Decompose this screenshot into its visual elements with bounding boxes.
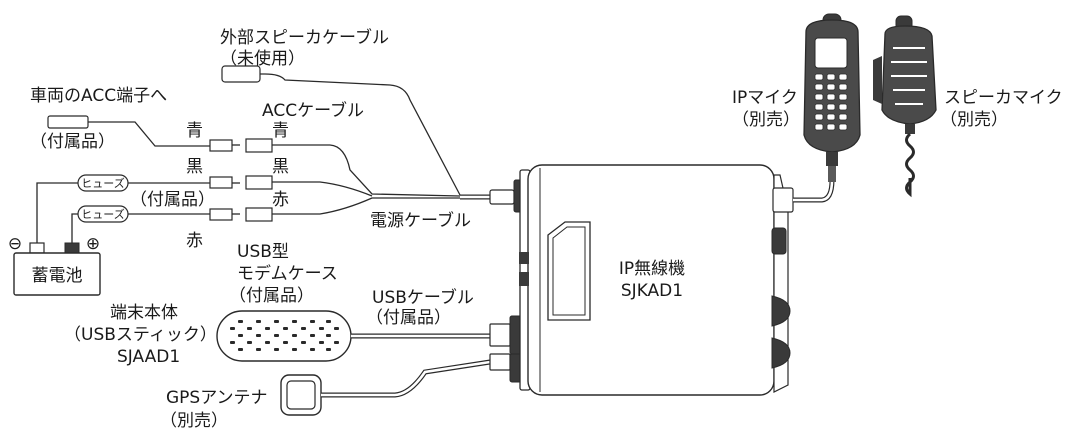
included-label-1: （付属品） [30, 132, 115, 152]
usb-modem-case-vents [230, 320, 339, 351]
ext-speaker-cable [258, 73, 461, 196]
usb-case-label-3: （付属品） [229, 286, 314, 306]
vehicle-acc-plug [47, 115, 89, 129]
red-right-connector [245, 207, 273, 222]
ext-speaker-unused-label: （未使用） [220, 48, 305, 69]
ext-speaker-plug [221, 65, 261, 83]
power-cable-sleeve [489, 189, 515, 205]
blue-right-label: 青 [272, 121, 289, 141]
battery-black-lead [36, 182, 210, 243]
fuse-holder-1 [77, 174, 129, 192]
red-left-label: 赤 [186, 231, 203, 251]
acc-cable-label: ACCケーブル [262, 100, 364, 121]
usb-case-label-2: モデムケース [237, 263, 338, 284]
fuse-holder-2 [77, 205, 129, 223]
fuse-label-2: ヒューズ [81, 207, 124, 221]
ip-radio-unit [519, 164, 794, 396]
usb-cable-label-2: （付属品） [366, 308, 451, 328]
vehicle-acc-label: 車両のACC端子へ [30, 86, 167, 106]
battery-red-lead [71, 213, 210, 243]
included-label-2: （付属品） [130, 190, 215, 210]
blue-right-connector [245, 138, 273, 153]
battery-terminal-minus [29, 242, 45, 254]
power-cable-label: 電源ケーブル [370, 210, 471, 231]
radio-label-line2: SJKAD1 [621, 281, 683, 301]
black-right-connector [245, 175, 273, 190]
usb-cable-label-1: USBケーブル [372, 287, 474, 308]
black-left-connector [209, 176, 233, 189]
gps-label-1: GPSアンテナ [166, 388, 268, 408]
usb-case-label-1: USB型 [237, 242, 289, 262]
terminal-label-2: （USBスティック） [64, 325, 217, 345]
ext-speaker-cable-label: 外部スピーカケーブル [220, 27, 389, 48]
terminal-label-1: 端末本体 [110, 303, 178, 323]
usb-cable-plug [489, 323, 511, 347]
blue-left-connector [209, 139, 233, 152]
speaker-microphone [873, 15, 937, 198]
radio-label-line1: IP無線機 [619, 259, 685, 279]
speaker-mic-label-1: スピーカマイク [944, 88, 1063, 108]
speaker-mic-label-2: （別売） [940, 110, 1008, 130]
red-left-connector [209, 208, 233, 221]
vehicle-acc-lead [86, 121, 210, 147]
battery-plus-sign: ⊕ [86, 234, 100, 254]
gps-label-2: （別売） [160, 411, 228, 431]
battery-body [13, 252, 101, 296]
ip-microphone [803, 13, 861, 182]
battery-terminal-plus [64, 242, 80, 254]
blue-left-label: 青 [186, 121, 203, 141]
ip-mic-label-2: （別売） [732, 110, 800, 130]
battery-label: 蓄電池 [32, 266, 83, 286]
fuse-label-1: ヒューズ [81, 176, 124, 190]
ip-mic-label-1: IPマイク [732, 88, 798, 108]
battery-minus-sign: ⊖ [8, 234, 22, 254]
black-right-label: 黒 [272, 157, 289, 177]
terminal-label-3: SJAAD1 [117, 347, 180, 367]
black-left-label: 黒 [186, 157, 203, 177]
red-right-label: 赤 [272, 190, 289, 210]
